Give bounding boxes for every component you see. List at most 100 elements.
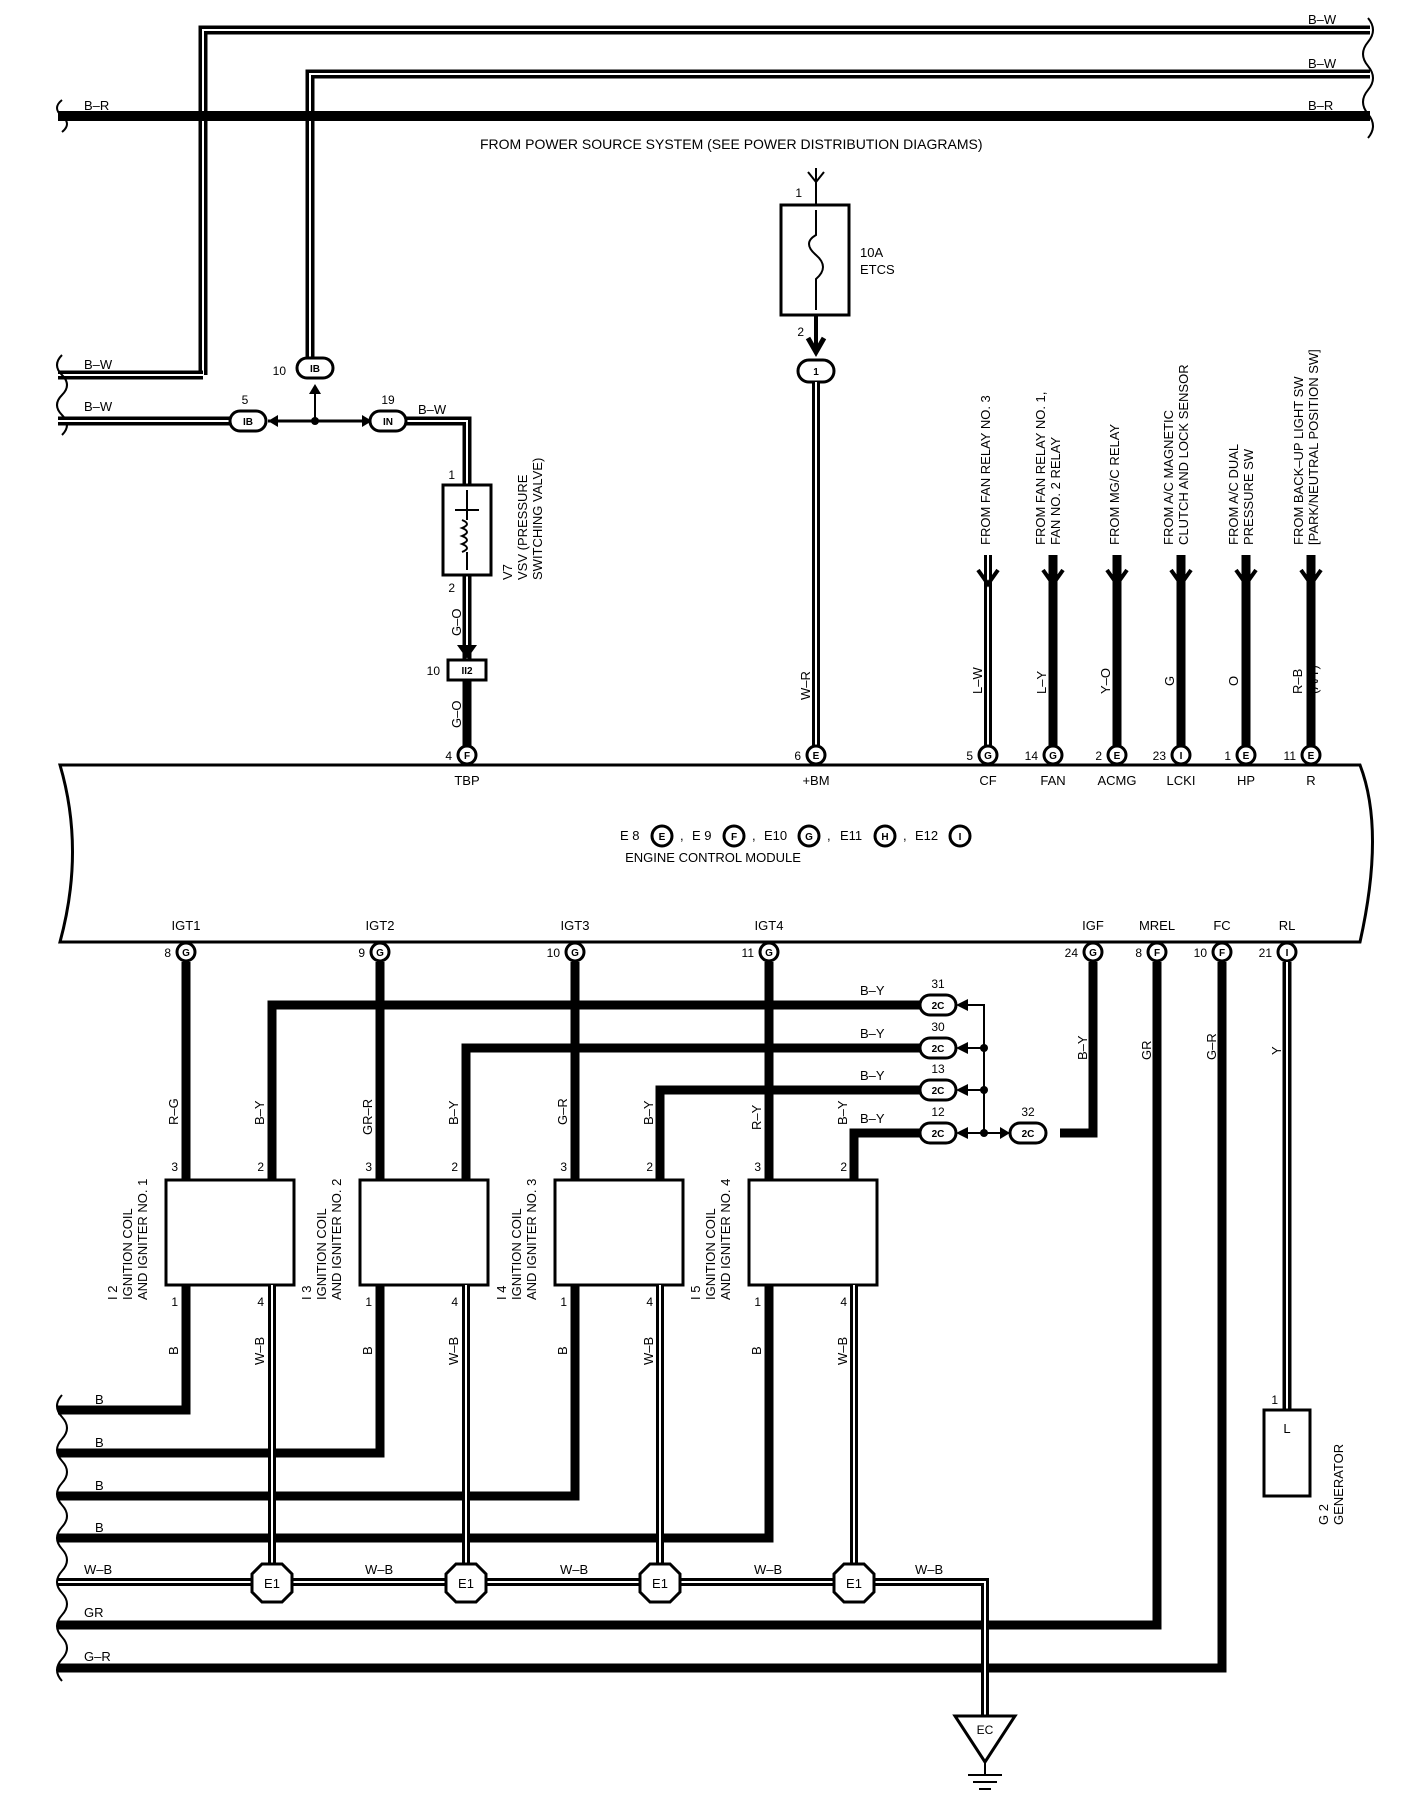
from-label-fan-1: FROM FAN RELAY NO. 1, xyxy=(1033,392,1048,545)
svg-text:R–G: R–G xyxy=(166,1098,181,1125)
ecm-top-pin-r: E 11 R xyxy=(1284,744,1322,788)
svg-text:AND IGNITER NO. 2: AND IGNITER NO. 2 xyxy=(329,1179,344,1300)
ecm-bottom-pin-igt2: IGT2 G 9 xyxy=(358,918,395,963)
arrow-up-icon xyxy=(309,384,321,394)
svg-text:L: L xyxy=(1283,1421,1290,1436)
wire-label-rl-y: Y xyxy=(1269,1046,1284,1055)
svg-text:IGT4: IGT4 xyxy=(755,918,784,933)
svg-text:E1: E1 xyxy=(264,1576,280,1591)
svg-text:30: 30 xyxy=(931,1020,945,1034)
svg-text:I 3: I 3 xyxy=(299,1286,314,1300)
from-input-wires xyxy=(984,555,1316,752)
svg-text:B–Y: B–Y xyxy=(835,1100,850,1125)
svg-text:E: E xyxy=(1243,751,1250,762)
svg-text:B: B xyxy=(749,1346,764,1355)
wire-label-by2: B–Y xyxy=(860,1026,885,1041)
wire-label-fc-gr: G–R xyxy=(1204,1033,1219,1060)
ecm-top-pin-tbp: F 4 TBP xyxy=(445,744,480,788)
connector-2c-30: 2C 30 xyxy=(918,1020,958,1060)
svg-text:E 8: E 8 xyxy=(620,828,640,843)
svg-text:10: 10 xyxy=(427,664,441,678)
wire-label-wb2: W–B xyxy=(560,1562,588,1577)
from-label-lcki-1: FROM A/C MAGNETIC xyxy=(1161,410,1176,545)
svg-text:IB: IB xyxy=(310,364,320,375)
igf-bus-dots xyxy=(980,1044,988,1137)
from-label-hp-2: PRESSURE SW xyxy=(1241,448,1256,545)
wire-label-wb3: W–B xyxy=(754,1562,782,1577)
svg-text:G: G xyxy=(765,948,773,959)
svg-text:E: E xyxy=(659,832,666,843)
coil-4-labels: 3 2 1 4 R–Y B–Y B W–B I 5 IGNITION COIL … xyxy=(688,1100,850,1365)
svg-text:5: 5 xyxy=(242,393,249,407)
svg-text:4: 4 xyxy=(257,1295,264,1309)
from-label-lcki-2: CLUTCH AND LOCK SENSOR xyxy=(1176,364,1191,545)
svg-text:FC: FC xyxy=(1213,918,1230,933)
from-label-r-2: [PARK/NEUTRAL POSITION SW] xyxy=(1306,349,1321,545)
svg-text:IB: IB xyxy=(243,417,253,428)
svg-text:E1: E1 xyxy=(846,1576,862,1591)
ecm-top-pin-cf: G 5 CF xyxy=(966,744,999,788)
ground-symbol-ec: EC xyxy=(952,1714,1018,1790)
svg-text:1: 1 xyxy=(365,1295,372,1309)
ecm-bottom-pin-igt3: IGT3 G 10 xyxy=(547,918,589,963)
wire-label-ly: L–Y xyxy=(1034,671,1049,694)
igf-bus-link xyxy=(968,1004,1000,1134)
from-label-fan-2: FAN NO. 2 RELAY xyxy=(1048,437,1063,545)
svg-text:10: 10 xyxy=(273,364,287,378)
svg-text:2: 2 xyxy=(646,1160,653,1174)
svg-text:R: R xyxy=(1306,773,1315,788)
generator-g2: L 1 G 2 GENERATOR xyxy=(1262,1393,1346,1525)
svg-text:6: 6 xyxy=(794,749,801,763)
svg-text:VSV (PRESSURE: VSV (PRESSURE xyxy=(515,474,530,580)
svg-text:IGT2: IGT2 xyxy=(366,918,395,933)
ecm-box xyxy=(57,763,1374,944)
svg-text:R–Y: R–Y xyxy=(749,1104,764,1130)
svg-text:AND IGNITER NO. 1: AND IGNITER NO. 1 xyxy=(135,1179,150,1300)
svg-text:W–B: W–B xyxy=(252,1337,267,1365)
ground-point-e1-2: E1 xyxy=(444,1562,488,1604)
svg-text:G: G xyxy=(182,948,190,959)
wire-label-b3: B xyxy=(95,1478,104,1493)
vsv-component: 1 2 xyxy=(441,468,493,595)
connector-ii2: II2 10 xyxy=(427,658,488,682)
wire-label-br-left: B–R xyxy=(84,98,109,113)
connector-2c-32: 2C 32 xyxy=(1008,1105,1048,1145)
coil-b-wires xyxy=(58,1285,774,1543)
arrow-left-icon xyxy=(268,415,278,427)
ecm-bottom-pin-igt1: IGT1 G 8 xyxy=(164,918,201,963)
svg-text:1: 1 xyxy=(560,1295,567,1309)
svg-text:GR–R: GR–R xyxy=(360,1099,375,1135)
svg-text:B: B xyxy=(555,1346,570,1355)
svg-text:IGF: IGF xyxy=(1082,918,1104,933)
coil-3-labels: 3 2 1 4 G–R B–Y B W–B I 4 IGNITION COIL … xyxy=(494,1098,656,1365)
connector-ib-left: IB 5 xyxy=(228,393,268,433)
svg-text:4: 4 xyxy=(451,1295,458,1309)
svg-text:IGT1: IGT1 xyxy=(172,918,201,933)
top-bus-wires xyxy=(58,25,1370,380)
ecm-top-pin-acmg: E 2 ACMG xyxy=(1095,744,1137,788)
coil-wb-wires xyxy=(268,1285,858,1570)
svg-text:9: 9 xyxy=(358,946,365,960)
svg-text:V7: V7 xyxy=(500,564,515,580)
ecm-bottom-pin-mrel: MREL F 8 xyxy=(1135,918,1175,963)
break-marks-left xyxy=(56,99,68,436)
svg-text:B: B xyxy=(360,1346,375,1355)
svg-text:1: 1 xyxy=(1271,1393,1278,1407)
wire-label-rb: R–B xyxy=(1290,669,1305,694)
svg-text:II2: II2 xyxy=(461,666,473,677)
svg-text:FAN: FAN xyxy=(1040,773,1065,788)
svg-text:G: G xyxy=(376,948,384,959)
connector-2c-12: 2C 12 xyxy=(918,1105,958,1145)
svg-text:W–B: W–B xyxy=(641,1337,656,1365)
ground-point-e1-4: E1 xyxy=(832,1562,876,1604)
wire-label-by4: B–Y xyxy=(860,1111,885,1126)
svg-text:5: 5 xyxy=(966,749,973,763)
svg-text:H: H xyxy=(881,832,888,843)
svg-text:,: , xyxy=(903,828,907,843)
svg-text:2C: 2C xyxy=(932,1001,945,1012)
svg-text:F: F xyxy=(731,832,737,843)
wire-label-go: G–O xyxy=(449,609,464,636)
svg-text:8: 8 xyxy=(1135,946,1142,960)
coil-2-labels: 3 2 1 4 GR–R B–Y B W–B I 3 IGNITION COIL… xyxy=(299,1099,461,1365)
wire-label-wr: W–R xyxy=(798,671,813,700)
